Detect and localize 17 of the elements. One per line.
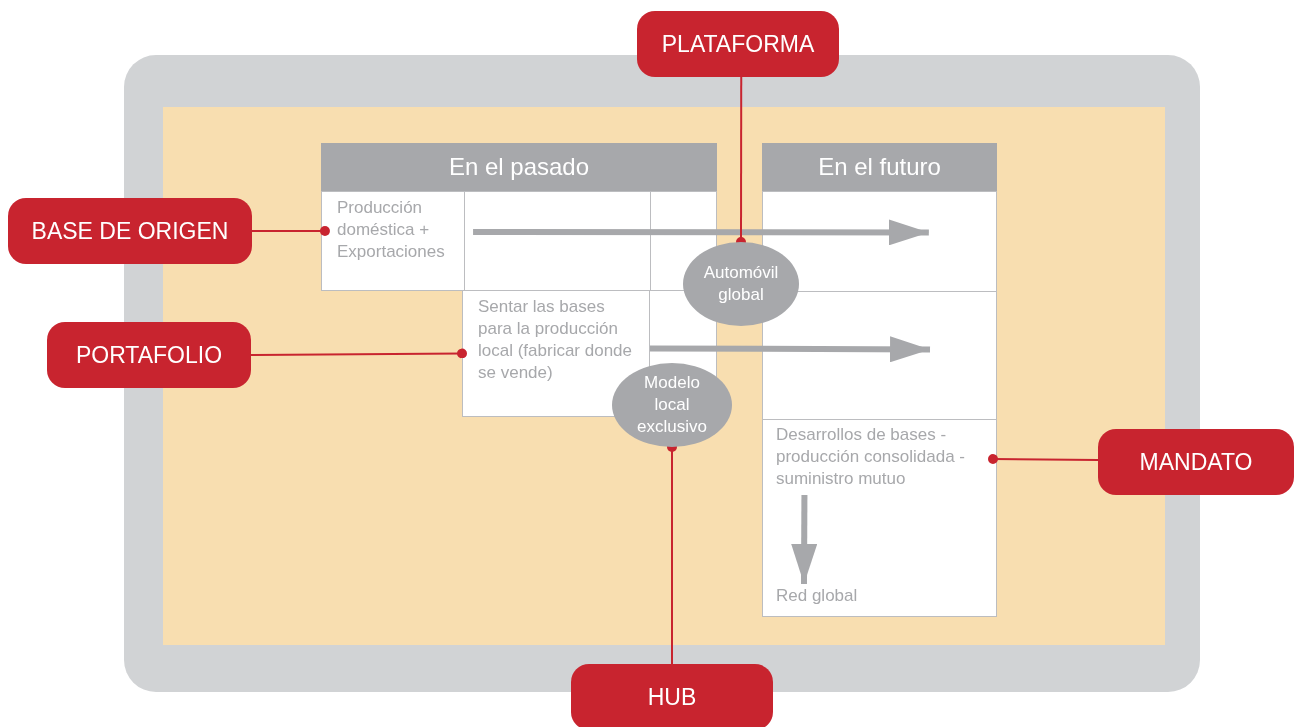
table-cell (762, 291, 997, 420)
category-tag: PORTAFOLIO (47, 322, 251, 388)
arrow (791, 495, 818, 584)
category-tag: PLATAFORMA (637, 11, 839, 77)
category-tag: BASE DE ORIGEN (8, 198, 252, 264)
leader-line (988, 454, 1099, 464)
cell-text: Red global (776, 585, 876, 609)
arrow (649, 336, 931, 363)
column-header: En el futuro (762, 143, 997, 191)
leader-line (250, 348, 467, 359)
cell-text: Desarrollos de bases - producción consolidada - suministro mutuo (776, 424, 994, 496)
leader-line (251, 226, 330, 236)
table-cell (762, 419, 997, 617)
category-tag: HUB (571, 664, 773, 727)
category-tag: MANDATO (1098, 429, 1294, 495)
column-header: En el pasado (321, 143, 717, 191)
arrow (473, 219, 929, 246)
